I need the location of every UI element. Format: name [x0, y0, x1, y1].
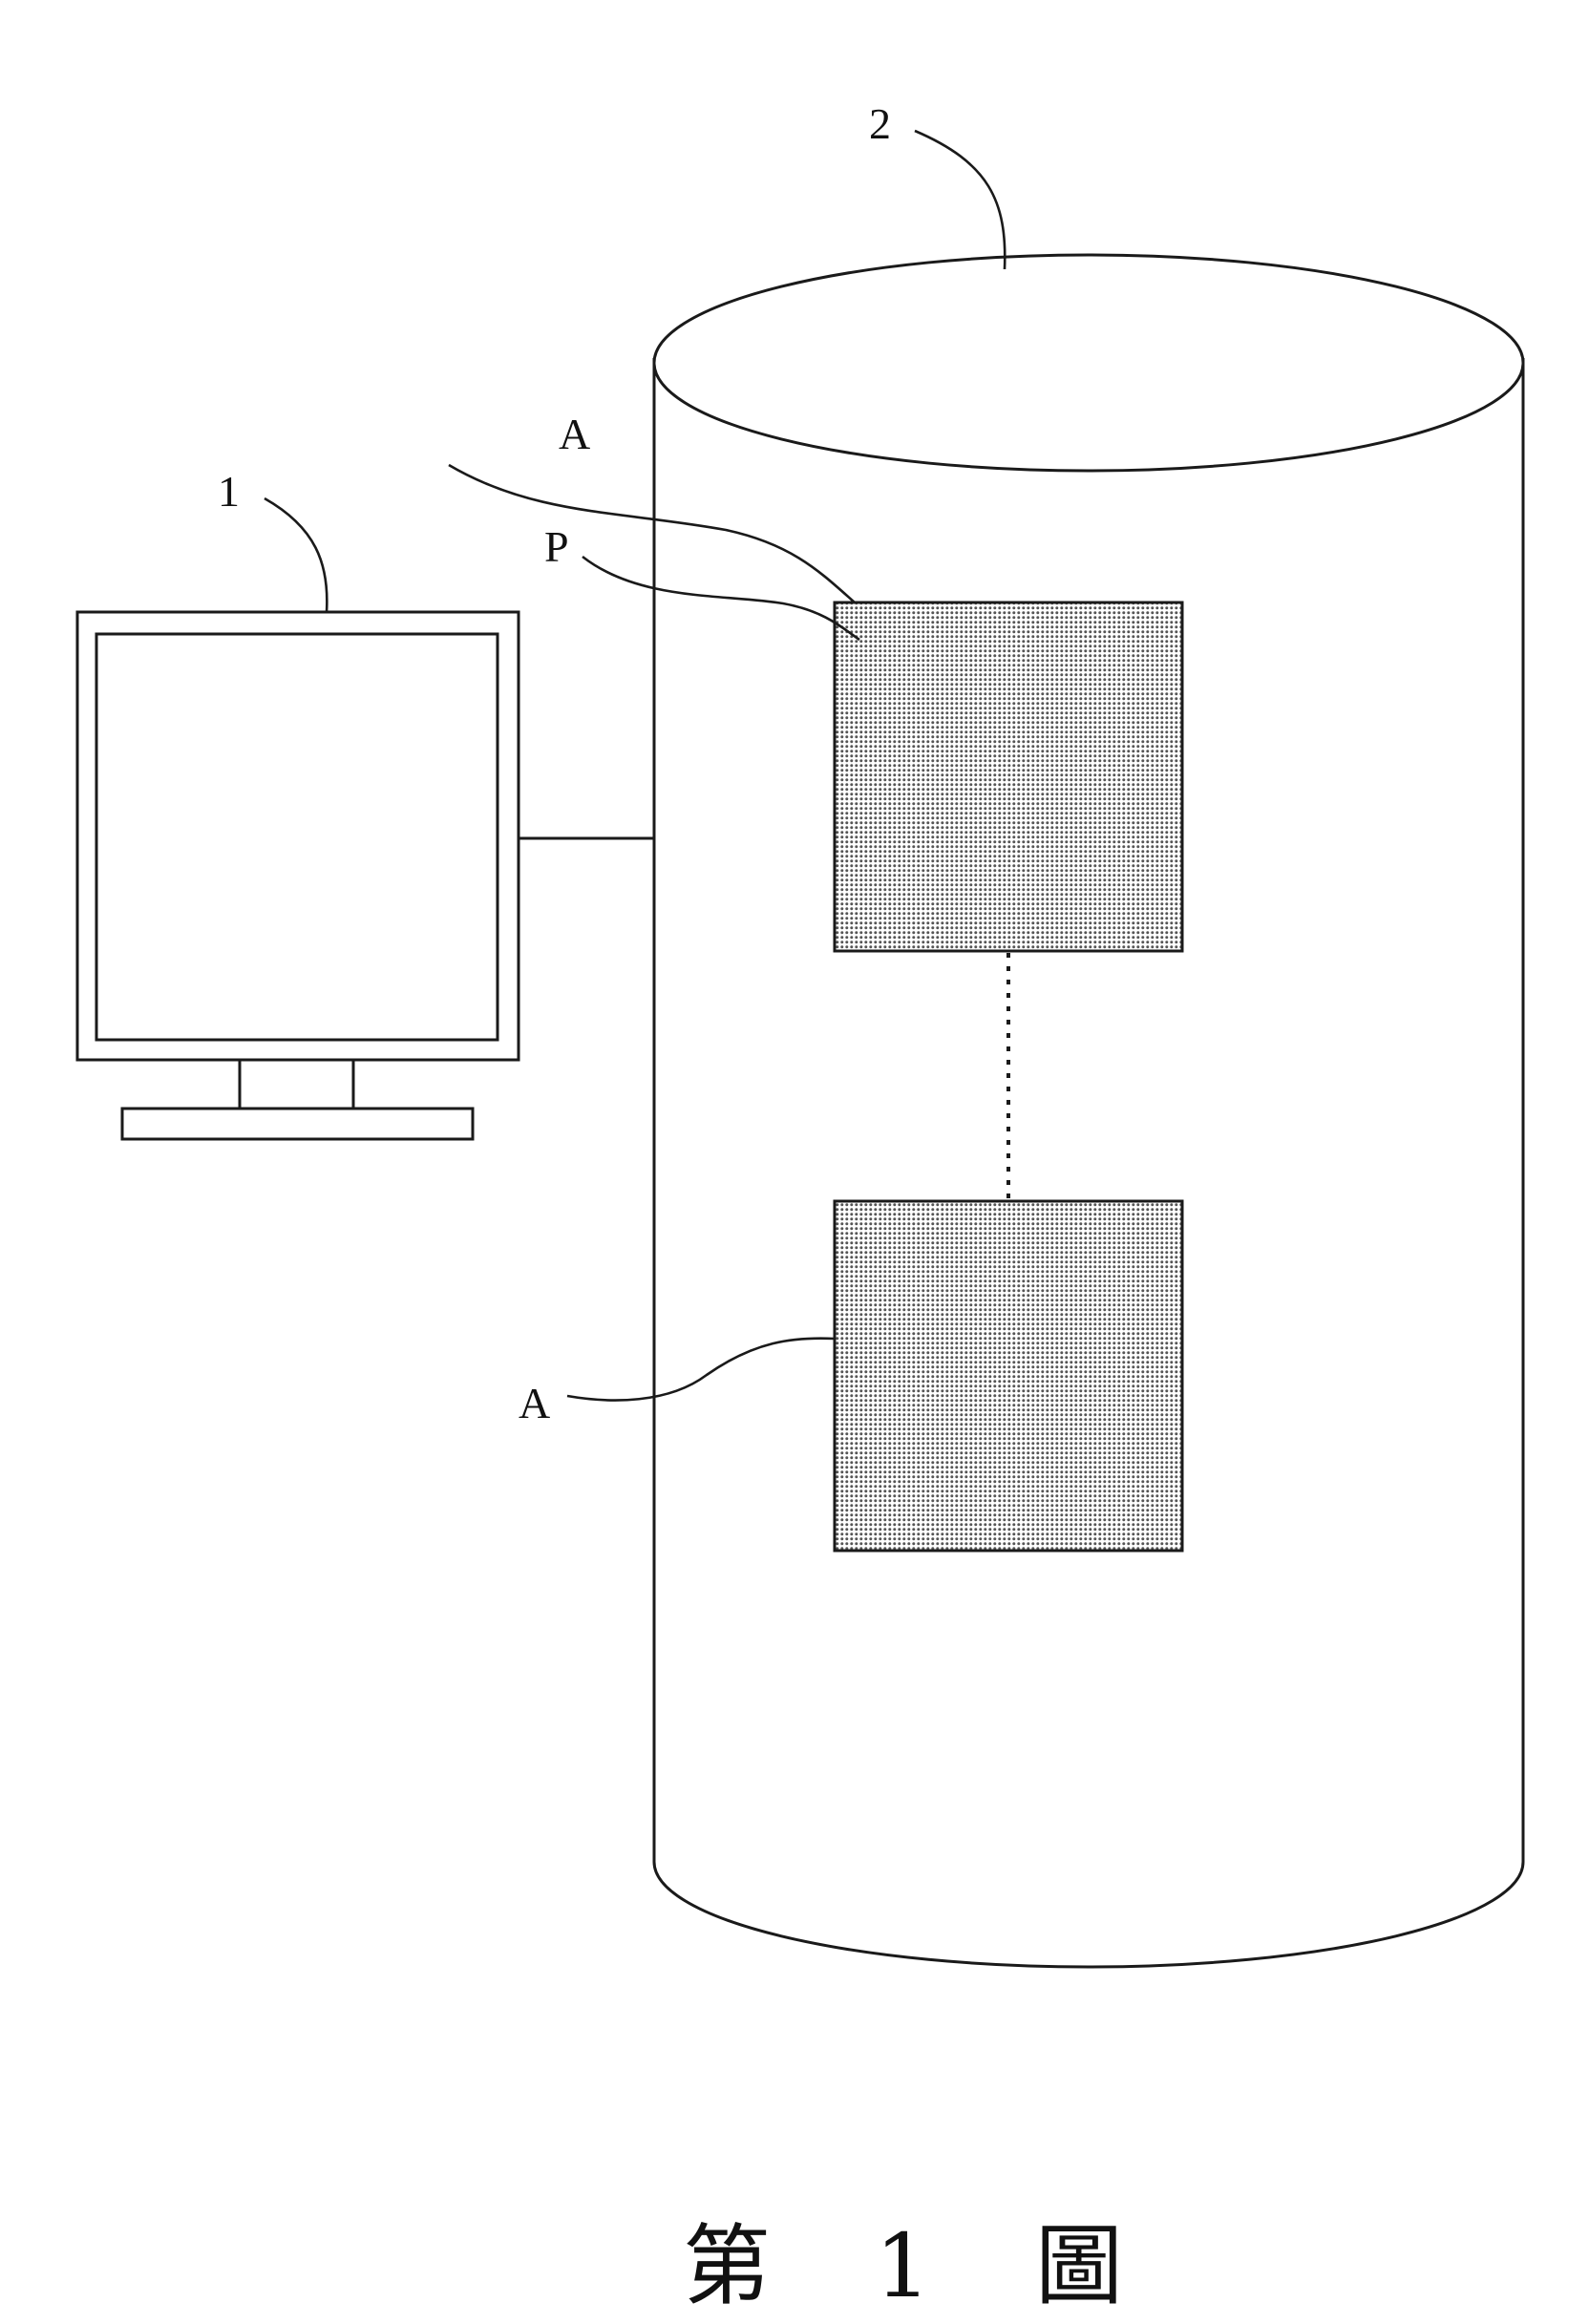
label-storage: 2	[869, 99, 891, 148]
monitor-neck	[238, 1058, 355, 1110]
figure-caption: 第 1 圖	[683, 2215, 1161, 2317]
area-block-bottom	[833, 1199, 1184, 1553]
monitor-bezel	[75, 610, 520, 1062]
monitor-screen	[95, 632, 499, 1042]
label-area-top: A	[559, 410, 590, 458]
label-pattern: P	[544, 522, 569, 571]
cylinder-body	[652, 358, 1525, 1969]
leader-line-area-top	[448, 463, 856, 603]
storage-cylinder	[652, 253, 1525, 1969]
monitor	[75, 610, 520, 1141]
area-block-top	[833, 601, 1184, 953]
leader-line-area-bottom	[566, 1337, 836, 1402]
leader-line-pattern	[582, 555, 860, 642]
leader-line-monitor	[264, 496, 328, 613]
label-monitor: 1	[218, 467, 240, 516]
cylinder-top	[652, 253, 1525, 473]
label-area-bottom: A	[519, 1379, 550, 1427]
leader-line-storage	[914, 129, 1006, 270]
monitor-base	[120, 1107, 475, 1141]
